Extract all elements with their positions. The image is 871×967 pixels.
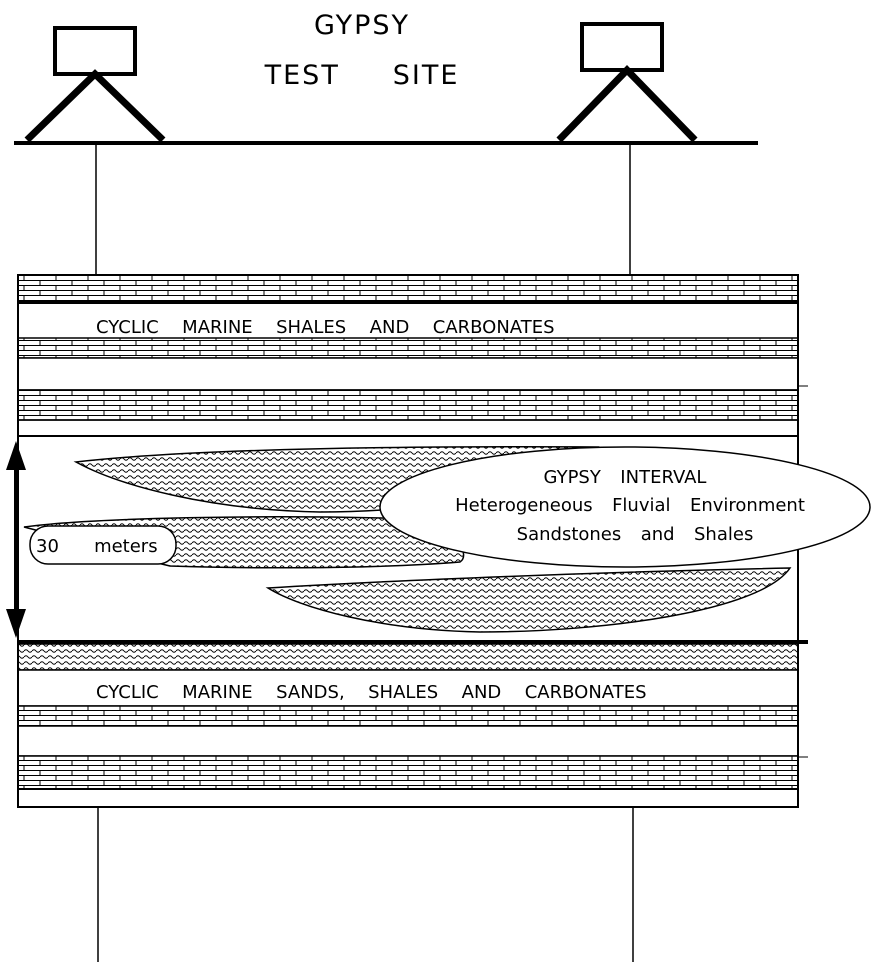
title-line-1: GYPSY [314, 10, 410, 41]
title-line-2: TEST SITE [264, 60, 460, 91]
interval-callout [379, 446, 871, 568]
sandstone-lens-lower [265, 567, 792, 633]
lower-shale-bed-3 [17, 788, 799, 808]
scale-callout [29, 525, 177, 565]
upper-layer-label: CYCLIC MARINE SHALES AND CARBONATES [96, 317, 555, 338]
interval-lithology: Sandstones and Shales [517, 524, 754, 545]
interval-environment: Heterogeneous Fluvial Environment [455, 495, 805, 516]
left-rig-housing [53, 26, 137, 76]
upper-carbonate-bed-2 [17, 337, 799, 359]
stratigraphic-section [17, 274, 808, 808]
upper-carbonate-bed-3 [17, 389, 799, 421]
upper-carbonate-bed-1 [17, 274, 799, 303]
upper-shale-bed-1 [18, 304, 798, 338]
left-rig-derrick [24, 69, 166, 143]
upper-shale-bed-2 [17, 357, 799, 391]
lower-carbonate-bed-2 [17, 755, 799, 790]
right-well-rig [556, 22, 698, 143]
lower-carbonate-bed-1 [17, 705, 799, 727]
thickness-arrow [6, 441, 26, 638]
lower-sandstone-bed [17, 643, 799, 671]
arrow-head-up [6, 441, 26, 470]
lower-shale-bed-2 [17, 725, 799, 757]
left-well-rig [24, 26, 166, 143]
arrow-head-down [6, 609, 26, 638]
interval-title: GYPSY INTERVAL [544, 467, 707, 488]
right-rig-derrick [556, 64, 698, 143]
lower-layer-label: CYCLIC MARINE SANDS, SHALES AND CARBONAT… [96, 682, 647, 703]
right-rig-housing [580, 22, 664, 72]
scale-label: 30 meters [36, 536, 158, 557]
